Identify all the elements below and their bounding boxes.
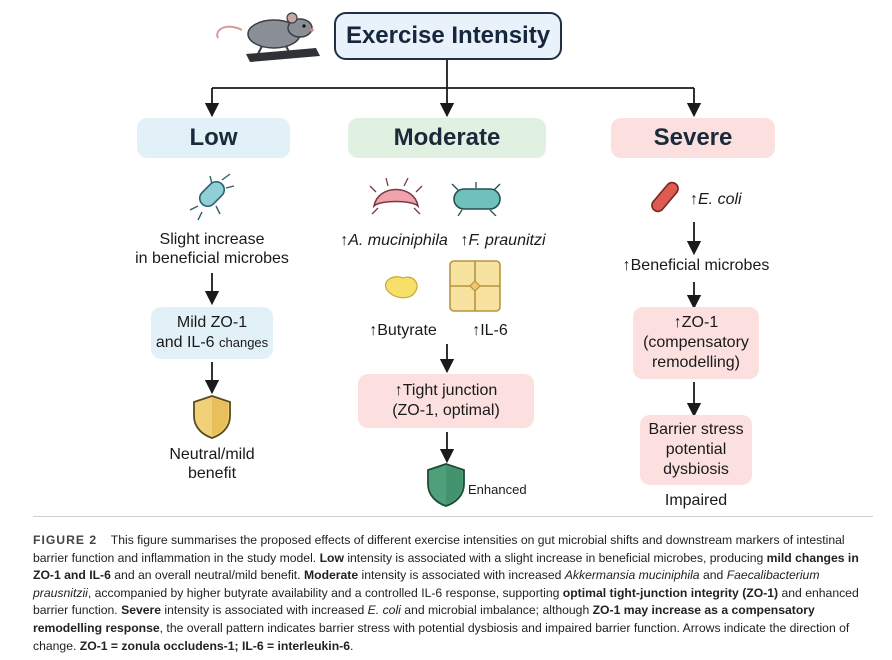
butyrate-blob-icon (385, 276, 418, 299)
moderate-outcome: Enhanced (468, 482, 527, 497)
barrier-stress-line-2: potential (665, 441, 727, 458)
enhanced-shield-icon (427, 463, 465, 507)
e-coli-label: ↑E. coli (690, 191, 742, 208)
severe-header: Severe (611, 118, 775, 158)
low-header: Low (137, 118, 290, 158)
low-microbe-text-2: in beneficial microbes (135, 250, 289, 267)
barrier-stress-line-1: Barrier stress (648, 421, 744, 438)
low-box-line-2: and IL-6 changes (155, 334, 269, 351)
severe-zo1-box: ↑ZO-1 (compensatory remodelling) (633, 307, 759, 379)
butyrate-label: ↑Butyrate (369, 322, 437, 339)
low-outcome-2: benefit (187, 465, 237, 482)
severe-zo1-line-2: (compensatory (643, 334, 749, 351)
tight-junction-box: ↑Tight junction (ZO-1, optimal) (358, 374, 534, 428)
barrier-stress-box: Barrier stress potential dysbiosis (640, 415, 752, 485)
faecalibacterium-bacterium-icon (451, 182, 501, 216)
low-box-line-1: Mild ZO-1 (176, 314, 248, 331)
il6-label: ↑IL-6 (472, 322, 508, 339)
faecalibacterium-label: ↑F. praunitzi (460, 232, 546, 249)
e-coli-bacterium-icon (651, 181, 679, 213)
severe-zo1-line-3: remodelling) (651, 354, 741, 371)
mouse-on-treadmill-icon (216, 12, 320, 62)
akkermansia-bacterium-icon (369, 178, 423, 215)
tight-junction-line-1: ↑Tight junction (394, 382, 498, 399)
low-zo1-il6-box: Mild ZO-1 and IL-6 changes (151, 307, 273, 359)
shield-icon (193, 395, 231, 439)
exercise-intensity-title: Exercise Intensity (334, 12, 562, 60)
moderate-header: Moderate (348, 118, 546, 158)
low-microbe-text-1: Slight increase (159, 231, 265, 248)
caption-divider (33, 516, 873, 517)
tight-junction-cells-icon (449, 260, 501, 312)
figure-caption: FIGURE 2 This figure summarises the prop… (33, 533, 859, 653)
bacterium-icon (189, 173, 235, 221)
figure-label: FIGURE 2 (33, 533, 98, 547)
tight-junction-line-2: (ZO-1, optimal) (392, 402, 500, 419)
severe-zo1-line-1: ↑ZO-1 (673, 314, 719, 331)
low-outcome-1: Neutral/mild (169, 446, 255, 463)
severe-outcome: Impaired (664, 492, 728, 509)
severe-beneficial-label: ↑Beneficial microbes (622, 257, 770, 274)
barrier-stress-line-3: dysbiosis (663, 461, 729, 478)
akkermansia-label: ↑A. muciniphila (340, 232, 448, 249)
